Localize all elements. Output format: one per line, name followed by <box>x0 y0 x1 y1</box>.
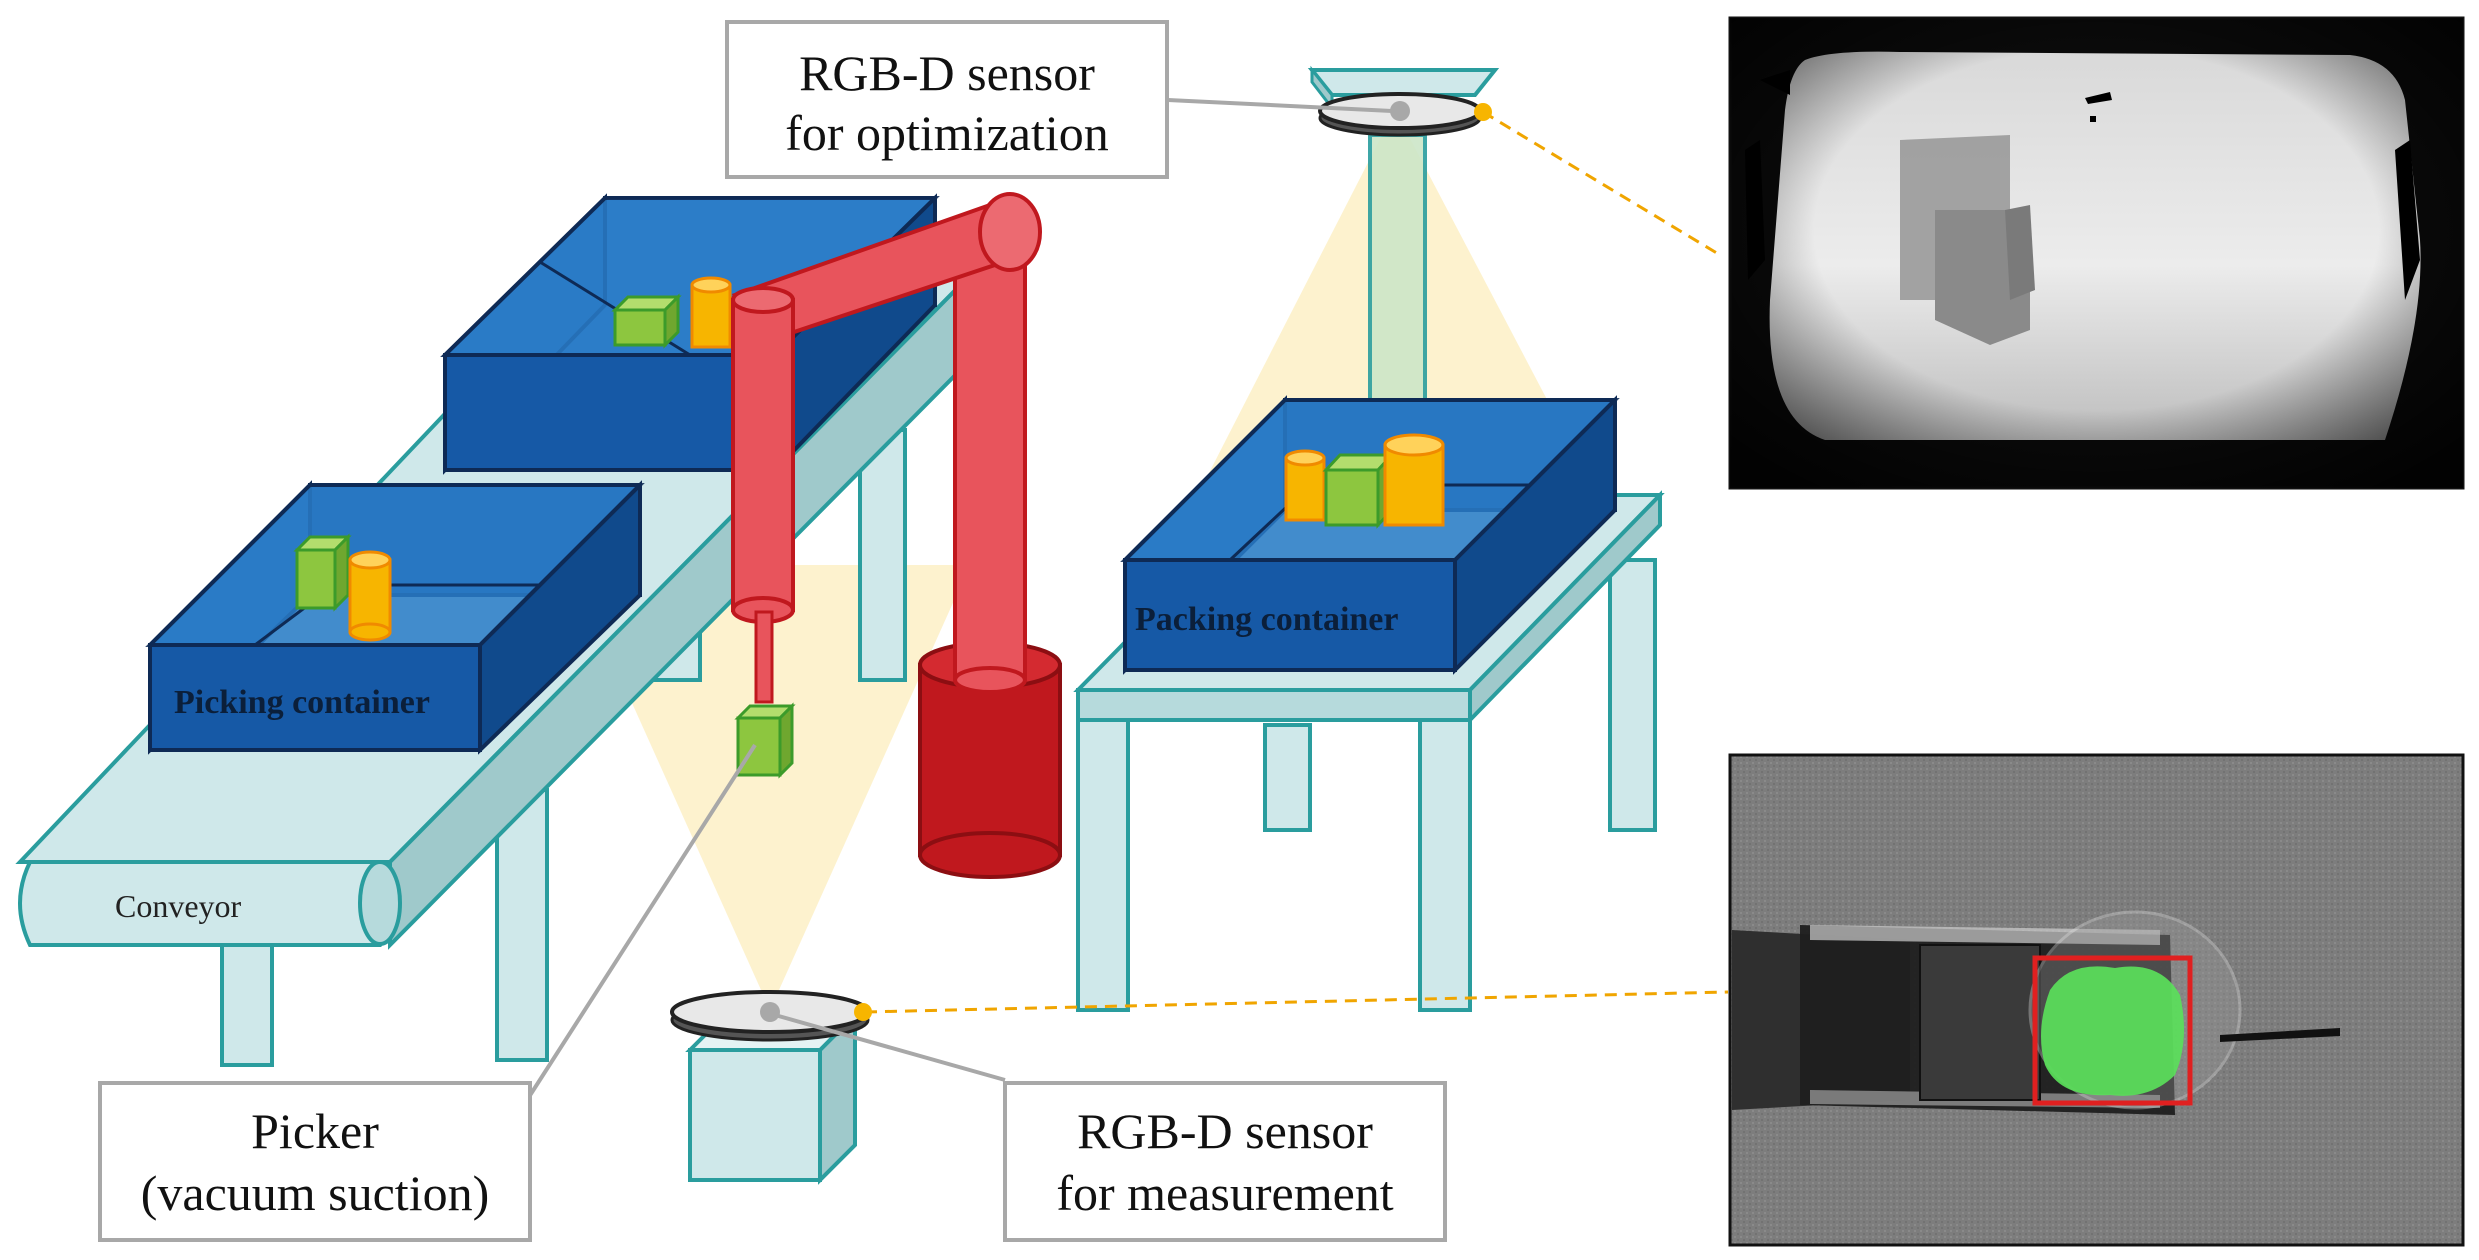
orange-cylinder-item <box>348 550 392 642</box>
green-box-item <box>293 533 352 612</box>
svg-text:RGB-D sensor: RGB-D sensor <box>1077 1103 1373 1159</box>
sensor-lens <box>760 1002 780 1022</box>
detected-object-mask <box>2041 966 2184 1096</box>
top-rgbd-sensor <box>1318 92 1482 137</box>
front-picking-container: Picking container <box>145 480 645 755</box>
svg-text:for measurement: for measurement <box>1056 1165 1393 1221</box>
detection-bounding-box <box>2032 955 2193 1106</box>
dashed-link-camera-image <box>864 990 1729 1014</box>
robot-arm <box>731 192 1062 879</box>
suction-nozzle <box>754 610 774 704</box>
conveyor-leg <box>858 428 907 682</box>
orange-cylinder-item <box>1284 449 1326 522</box>
svg-text:RGB-D sensor: RGB-D sensor <box>799 45 1095 101</box>
depth-image-photo <box>1728 16 2465 490</box>
callout-top-sensor: RGB-D sensor for optimization <box>725 20 1169 179</box>
leader-picker <box>525 743 757 1102</box>
callout-picker: Picker (vacuum suction) <box>98 1081 532 1242</box>
conveyor-leg <box>220 928 274 1067</box>
leader-bottom-sensor <box>774 1013 1006 1082</box>
packing-container-label: Packing container <box>1135 601 1398 638</box>
green-box-item <box>1322 451 1396 529</box>
orange-cylinder-item <box>690 276 732 349</box>
green-box-item <box>611 293 682 349</box>
picking-container-label: Picking container <box>174 684 430 721</box>
dashed-link-depth-image <box>1482 110 1721 257</box>
sensor-lens <box>1390 101 1410 121</box>
svg-text:Picker: Picker <box>251 1103 379 1159</box>
detection-image-photo <box>1728 753 2465 1247</box>
bottom-rgbd-sensor <box>670 990 870 1185</box>
orange-cylinder-item <box>1383 433 1445 527</box>
svg-text:for optimization: for optimization <box>785 105 1109 161</box>
callout-bottom-sensor: RGB-D sensor for measurement <box>1003 1081 1447 1242</box>
link-dot-top <box>1474 103 1492 121</box>
svg-text:(vacuum suction): (vacuum suction) <box>141 1165 490 1221</box>
picked-green-box <box>734 702 796 779</box>
packing-container: Packing container <box>1120 395 1620 675</box>
conveyor-label: Conveyor <box>115 888 242 924</box>
link-dot-bottom <box>854 1003 872 1021</box>
conveyor-roller-end <box>358 860 402 946</box>
leader-top-sensor <box>1167 98 1393 113</box>
